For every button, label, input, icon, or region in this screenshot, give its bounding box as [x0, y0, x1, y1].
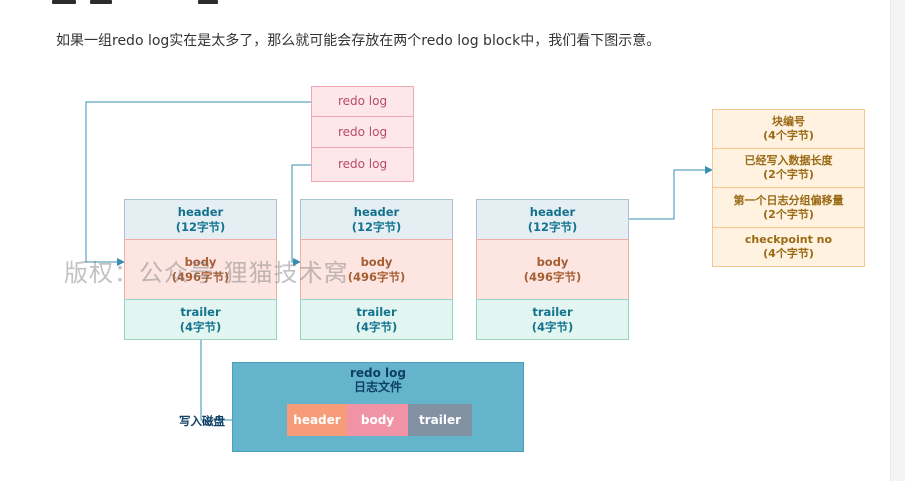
block-3-trailer: trailer(4字节): [476, 299, 629, 340]
redo-log-entry: redo log: [311, 86, 414, 117]
block-2-header: header(12字节): [300, 199, 453, 240]
header-field-checkpoint-no: checkpoint no(4个字节): [712, 227, 865, 267]
block-1-header: header(12字节): [124, 199, 277, 240]
redo-log-entry: redo log: [311, 147, 414, 182]
block-3-body: body(496字节): [476, 239, 629, 300]
redo-log-entry: redo log: [311, 116, 414, 148]
header-field-block-number: 块编号(4个字节): [712, 109, 865, 149]
block-3-header: header(12字节): [476, 199, 629, 240]
redo-log-file-title: redo log 日志文件: [349, 366, 406, 394]
scrollbar-track[interactable]: [890, 0, 905, 481]
cropped-heading-fragment: [52, 0, 222, 4]
block-1-trailer: trailer(4字节): [124, 299, 277, 340]
arrow-header-to-fields: [629, 166, 713, 220]
file-segment-header: header: [287, 404, 347, 436]
arrow-redo-log-1-to-block-1: [85, 101, 311, 266]
copyright-watermark: 版权：公众号-狸猫技术窝: [64, 259, 349, 287]
intro-paragraph: 如果一组redo log实在是太多了，那么就可能会存放在两个redo log b…: [56, 33, 661, 49]
header-field-data-length: 已经写入数据长度(2个字节): [712, 148, 865, 188]
header-field-first-group-offset: 第一个日志分组偏移量(2个字节): [712, 187, 865, 228]
file-segment-body: body: [347, 404, 408, 436]
write-to-disk-label: 写入磁盘: [179, 414, 225, 428]
block-2-trailer: trailer(4字节): [300, 299, 453, 340]
file-segment-trailer: trailer: [408, 404, 472, 436]
arrow-redo-log-3-to-block-2: [291, 164, 311, 266]
